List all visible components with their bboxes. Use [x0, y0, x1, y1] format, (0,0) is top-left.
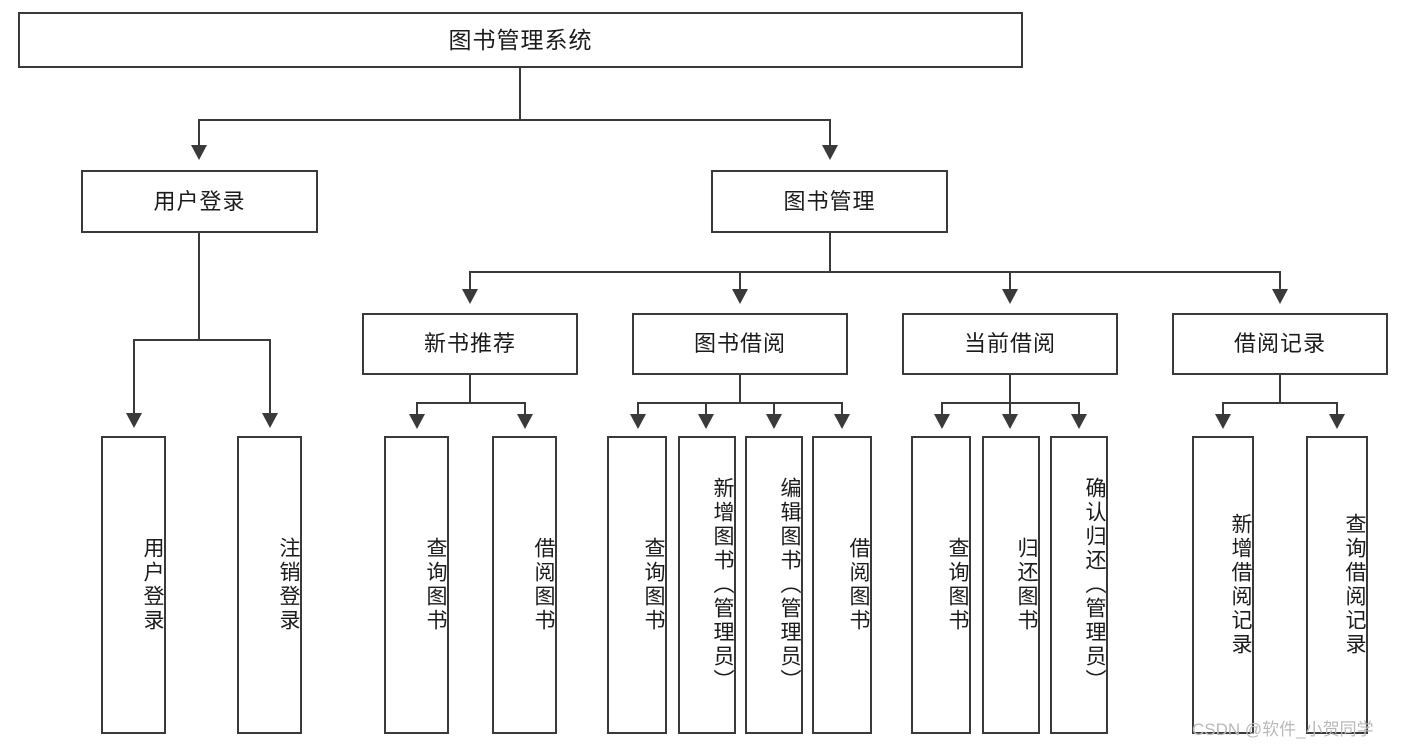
node-new-book-recommend[interactable]: 新书推荐 [362, 313, 578, 375]
leaf-label: 注销登录 [277, 537, 300, 633]
node-label: 借阅记录 [1233, 331, 1326, 357]
arrowhead-leaf-r2 [1329, 414, 1345, 429]
leaf-label: 查询图书 [946, 537, 969, 633]
leaf-label: 查询借阅记录 [1343, 513, 1366, 657]
arrowhead-leaf-c3 [1071, 414, 1087, 429]
leaf-user-login-logout[interactable]: 注销登录 [237, 436, 302, 734]
connector-root-bar [198, 119, 831, 121]
leaf-borrow-borrow-book[interactable]: 借阅图书 [812, 436, 872, 734]
arrowhead-leaf-n2 [517, 414, 533, 429]
connector-bookmanage-stem [829, 233, 831, 272]
leaf-label: 新增图书（管理员） [711, 477, 734, 693]
connector-drop-leaf-c1 [941, 402, 943, 416]
arrowhead-leaf-c2 [1002, 414, 1018, 429]
connector-drop-leaf-b2 [705, 402, 707, 416]
arrowhead-leaf-u1 [126, 413, 142, 428]
connector-drop-leaf-c3 [1078, 402, 1080, 416]
connector-userlogin-stem [198, 233, 200, 340]
csdn-watermark: CSDN @软件_小贺同学 [1192, 715, 1374, 740]
connector-drop-leaf-c2 [1009, 402, 1011, 416]
arrowhead-l3-2 [732, 289, 748, 304]
connector-drop-leaf-b3 [773, 402, 775, 416]
connector-bookborrow-bar [637, 402, 843, 404]
arrowhead-l3-1 [462, 289, 478, 304]
watermark-text: CSDN @软件_小贺同学 [1192, 720, 1374, 739]
node-label: 新书推荐 [423, 331, 516, 357]
connector-bookborrow-stem [739, 375, 741, 403]
connector-drop-leaf-r1 [1222, 402, 1224, 416]
node-book-borrow[interactable]: 图书借阅 [632, 313, 848, 375]
connector-userlogin-bar [133, 339, 270, 341]
connector-newbook-stem [469, 375, 471, 403]
connector-drop-leaf-b1 [637, 402, 639, 416]
leaf-current-query-book[interactable]: 查询图书 [911, 436, 971, 734]
connector-root-stem [519, 68, 521, 120]
leaf-label: 查询图书 [642, 537, 665, 633]
node-borrow-record[interactable]: 借阅记录 [1172, 313, 1388, 375]
connector-drop-l3-4 [1279, 271, 1281, 291]
connector-drop-l3-2 [739, 271, 741, 291]
connector-drop-leaf-n2 [524, 402, 526, 416]
node-label: 用户登录 [153, 188, 246, 214]
connector-drop-book-manage [829, 119, 831, 147]
node-label: 图书管理系统 [448, 26, 593, 53]
leaf-label: 用户登录 [141, 537, 164, 633]
arrowhead-leaf-n1 [409, 414, 425, 429]
connector-drop-l3-1 [469, 271, 471, 291]
connector-drop-leaf-u1 [133, 339, 135, 415]
leaf-label: 借阅图书 [532, 537, 555, 633]
leaf-recommend-borrow-book[interactable]: 借阅图书 [492, 436, 557, 734]
arrowhead-leaf-b3 [766, 414, 782, 429]
arrowhead-book-manage [822, 145, 838, 160]
arrowhead-leaf-u2 [262, 413, 278, 428]
leaf-user-login-login[interactable]: 用户登录 [101, 436, 166, 734]
arrowhead-leaf-r1 [1215, 414, 1231, 429]
connector-drop-leaf-n1 [416, 402, 418, 416]
leaf-record-query-record[interactable]: 查询借阅记录 [1306, 436, 1368, 734]
leaf-label: 确认归还（管理员） [1083, 477, 1106, 693]
leaf-label: 新增借阅记录 [1229, 513, 1252, 657]
leaf-borrow-add-book-admin[interactable]: 新增图书（管理员） [678, 436, 736, 734]
leaf-label: 查询图书 [424, 537, 447, 633]
arrowhead-leaf-c1 [934, 414, 950, 429]
leaf-current-confirm-return-admin[interactable]: 确认归还（管理员） [1050, 436, 1108, 734]
leaf-recommend-query-book[interactable]: 查询图书 [384, 436, 449, 734]
node-user-login[interactable]: 用户登录 [81, 170, 318, 233]
connector-drop-l3-3 [1009, 271, 1011, 291]
leaf-borrow-edit-book-admin[interactable]: 编辑图书（管理员） [745, 436, 803, 734]
leaf-record-add-record[interactable]: 新增借阅记录 [1192, 436, 1254, 734]
leaf-borrow-query-book[interactable]: 查询图书 [607, 436, 667, 734]
node-root-system[interactable]: 图书管理系统 [18, 12, 1023, 68]
leaf-label: 编辑图书（管理员） [778, 477, 801, 693]
arrowhead-l3-4 [1272, 289, 1288, 304]
connector-drop-user-login [198, 119, 200, 147]
connector-currentborrow-stem [1009, 375, 1011, 403]
node-current-borrow[interactable]: 当前借阅 [902, 313, 1118, 375]
arrowhead-leaf-b4 [834, 414, 850, 429]
leaf-label: 归还图书 [1015, 537, 1038, 633]
connector-drop-leaf-r2 [1336, 402, 1338, 416]
connector-drop-leaf-b4 [841, 402, 843, 416]
node-label: 当前借阅 [963, 331, 1056, 357]
leaf-label: 借阅图书 [847, 537, 870, 633]
connector-drop-leaf-u2 [269, 339, 271, 415]
arrowhead-leaf-b2 [698, 414, 714, 429]
connector-newbook-bar [416, 402, 526, 404]
connector-borrowrecord-bar [1222, 402, 1338, 404]
connector-bookmanage-bar [469, 271, 1281, 273]
node-label: 图书借阅 [693, 331, 786, 357]
connector-borrowrecord-stem [1279, 375, 1281, 403]
arrowhead-l3-3 [1002, 289, 1018, 304]
leaf-current-return-book[interactable]: 归还图书 [982, 436, 1040, 734]
node-book-management[interactable]: 图书管理 [711, 170, 948, 233]
node-label: 图书管理 [783, 188, 876, 214]
arrowhead-user-login [191, 145, 207, 160]
arrowhead-leaf-b1 [630, 414, 646, 429]
